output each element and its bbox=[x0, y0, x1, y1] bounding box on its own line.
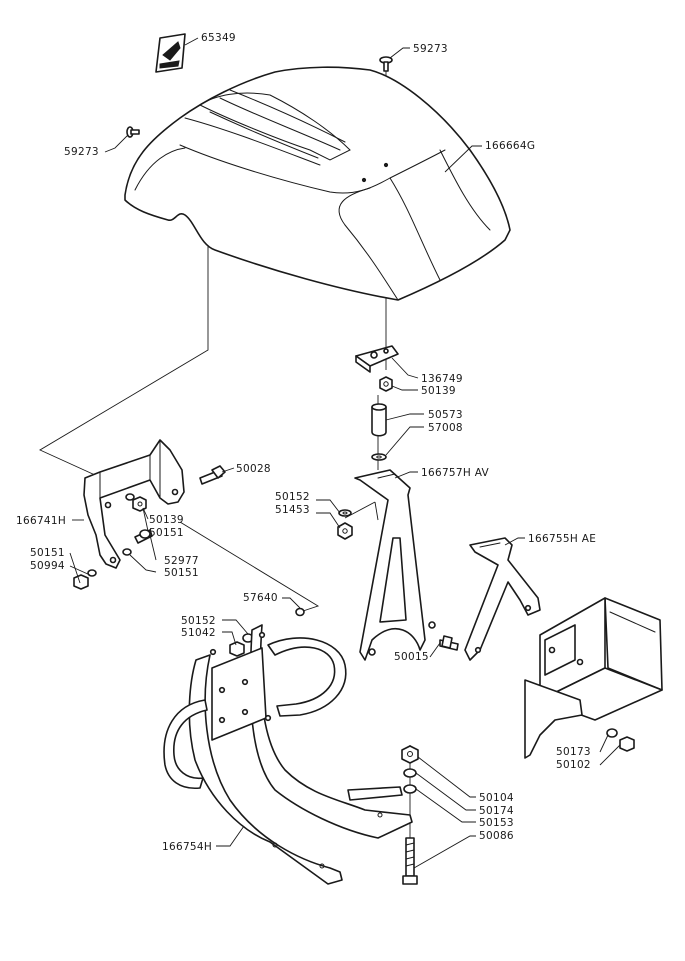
decal-part bbox=[155, 33, 186, 73]
callout-50573: 50573 bbox=[428, 409, 463, 421]
nut-part-e bbox=[229, 641, 245, 657]
callout-50152-a: 50152 bbox=[275, 491, 310, 503]
hood-part bbox=[124, 66, 511, 301]
callout-50139-b: 50139 bbox=[149, 514, 184, 526]
callout-166741h: 166741H bbox=[16, 515, 66, 527]
callout-50151-a: 50151 bbox=[149, 527, 184, 539]
screw-part-top bbox=[379, 56, 393, 72]
screw-part-left bbox=[126, 126, 140, 138]
callout-50153: 50153 bbox=[479, 817, 514, 829]
washer-part-a bbox=[371, 453, 387, 461]
callout-51453: 51453 bbox=[275, 504, 310, 516]
nut-part-b bbox=[337, 522, 353, 540]
callout-50015: 50015 bbox=[394, 651, 429, 663]
callout-166664g: 166664G bbox=[485, 140, 535, 152]
screw-part-b bbox=[134, 529, 153, 544]
bolt-part-c bbox=[402, 837, 418, 885]
callout-59273-top: 59273 bbox=[413, 43, 448, 55]
callout-57640: 57640 bbox=[243, 592, 278, 604]
callout-51042: 51042 bbox=[181, 627, 216, 639]
callout-52977: 52977 bbox=[164, 555, 199, 567]
side-bracket-part bbox=[83, 439, 185, 569]
washer-part-e bbox=[87, 569, 97, 577]
washer-part-b bbox=[338, 509, 352, 517]
callout-50104: 50104 bbox=[479, 792, 514, 804]
nut-part-g bbox=[401, 745, 419, 764]
callout-136749: 136749 bbox=[421, 373, 463, 385]
callout-50151-c: 50151 bbox=[164, 567, 199, 579]
callout-50994: 50994 bbox=[30, 560, 65, 572]
callout-166754h: 166754H bbox=[162, 841, 212, 853]
nut-part-a bbox=[379, 376, 393, 392]
spacer-part bbox=[371, 403, 387, 437]
callout-50028: 50028 bbox=[236, 463, 271, 475]
nut-part-c bbox=[132, 496, 147, 512]
callout-166755h: 166755H AE bbox=[528, 533, 596, 545]
bolt-part-a bbox=[199, 465, 226, 485]
leader-lines bbox=[69, 37, 621, 869]
bolt-part-b bbox=[439, 635, 459, 651]
callout-166757h: 166757H AV bbox=[421, 467, 490, 479]
callout-labels: 65349 59273 59273 166664G 136749 50139 5… bbox=[16, 32, 596, 853]
washer-part-d bbox=[122, 548, 132, 556]
callout-57008: 57008 bbox=[428, 422, 463, 434]
callout-50173: 50173 bbox=[556, 746, 591, 758]
frame-part bbox=[163, 624, 413, 885]
callout-50151-b: 50151 bbox=[30, 547, 65, 559]
washer-part-c bbox=[125, 493, 135, 501]
callout-59273-left: 59273 bbox=[64, 146, 99, 158]
callout-50086: 50086 bbox=[479, 830, 514, 842]
battery-box-part bbox=[524, 597, 663, 759]
washer-part-h bbox=[606, 728, 618, 738]
small-bracket-part bbox=[355, 345, 399, 373]
callout-50152-b: 50152 bbox=[181, 615, 216, 627]
washer-part-j bbox=[403, 784, 417, 794]
angle-bracket-part bbox=[464, 537, 541, 661]
callout-50102: 50102 bbox=[556, 759, 591, 771]
nut-part-f bbox=[619, 736, 635, 752]
nut-part-d bbox=[73, 574, 89, 590]
callout-50174: 50174 bbox=[479, 805, 514, 817]
callout-50139-a: 50139 bbox=[421, 385, 456, 397]
washer-part-i bbox=[403, 768, 417, 778]
support-plate-part bbox=[354, 469, 436, 661]
washer-part-f bbox=[295, 607, 305, 617]
callout-65349: 65349 bbox=[201, 32, 236, 44]
